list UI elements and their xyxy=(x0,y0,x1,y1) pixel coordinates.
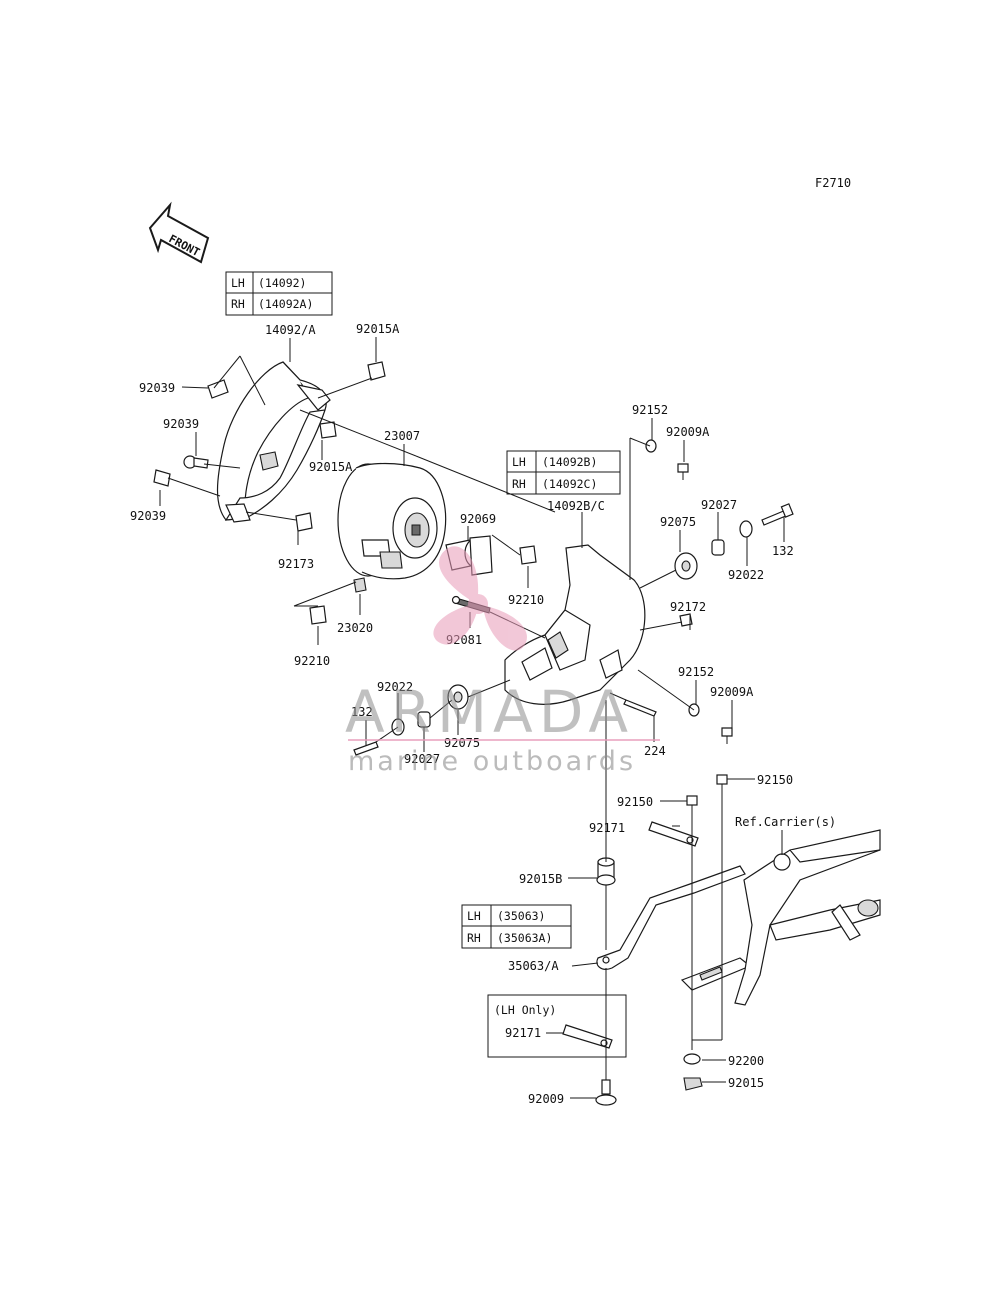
part-label: 92027 xyxy=(701,498,737,512)
part-label: 92015B xyxy=(519,872,562,886)
lh-only-title: (LH Only) xyxy=(494,1003,556,1017)
table-cell-part: (35063A) xyxy=(497,931,552,945)
part-label: 224 xyxy=(644,744,666,758)
part-label: 92171 xyxy=(589,821,625,835)
propeller-logo-icon xyxy=(433,546,527,651)
part-label: 14092/A xyxy=(265,323,316,337)
nut-92200-part xyxy=(683,1053,701,1065)
figure-code: F2710 xyxy=(815,176,851,190)
part-label: 92015 xyxy=(728,1076,764,1090)
clip-92015A-part xyxy=(319,361,386,439)
clip-23020-part xyxy=(353,577,367,593)
table-cell-side: LH xyxy=(467,909,481,923)
table-cell-part: (14092A) xyxy=(258,297,313,311)
part-label: 92210 xyxy=(294,654,330,668)
part-label: 92152 xyxy=(632,403,668,417)
grommet-92075-part xyxy=(447,552,698,710)
part-label: 92027 xyxy=(404,752,440,766)
part-label: 92015A xyxy=(356,322,400,336)
part-label: 92150 xyxy=(617,795,653,809)
lh-only-box: (LH Only) 92171 xyxy=(487,994,627,1058)
front-arrow-icon: FRONT xyxy=(148,201,210,264)
part-label: 92200 xyxy=(728,1054,764,1068)
carrier-frame-part xyxy=(734,829,881,1006)
table-cell-side: LH xyxy=(512,455,526,469)
part-label: 92015A xyxy=(309,460,353,474)
screw-92172-part xyxy=(679,613,693,627)
nut-92015-part xyxy=(683,1077,703,1091)
screw-92009-part xyxy=(595,1079,617,1106)
part-label: 92009A xyxy=(666,425,710,439)
part-label: 92039 xyxy=(130,509,166,523)
part-label-92171-lh: 92171 xyxy=(505,1026,541,1040)
table-cell-part: (35063) xyxy=(497,909,545,923)
part-label: 92150 xyxy=(757,773,793,787)
screw-92009A-part xyxy=(677,463,733,744)
part-label: 14092B/C xyxy=(547,499,605,513)
part-label: 92039 xyxy=(139,381,175,395)
part-label: 132 xyxy=(351,705,373,719)
table-shroud-lh-rh: LH (14092) RH (14092A) xyxy=(225,271,333,316)
part-label: 92022 xyxy=(728,568,764,582)
table-cell-side: RH xyxy=(512,477,526,491)
table-cell-part: (14092C) xyxy=(542,477,597,491)
part-label: 35063/A xyxy=(508,959,559,973)
table-bracket-lh-rh: LH (35063) RH (35063A) xyxy=(461,904,572,949)
part-label: 23007 xyxy=(384,429,420,443)
washer-92022-part xyxy=(391,520,753,736)
table-cover-lh-rh: LH (14092B) RH (14092C) xyxy=(506,450,621,495)
part-label: 92009A xyxy=(710,685,754,699)
part-label: 92009 xyxy=(528,1092,564,1106)
clip-92173-part xyxy=(295,512,313,532)
bolt-92150-part xyxy=(686,774,728,815)
watermark-tagline: marine outboards xyxy=(348,746,636,777)
table-cell-part: (14092B) xyxy=(542,455,597,469)
part-label: 92039 xyxy=(163,417,199,431)
part-label: 92210 xyxy=(508,593,544,607)
watermark-brand: ARMADA xyxy=(345,678,634,746)
table-cell-side: RH xyxy=(231,297,245,311)
clip-92210-part xyxy=(309,545,537,625)
part-label: 92172 xyxy=(670,600,706,614)
headlight-unit-part xyxy=(337,462,447,580)
part-label: 92022 xyxy=(377,680,413,694)
table-cell-side: LH xyxy=(231,276,245,290)
headlight-shroud-part xyxy=(216,361,331,523)
part-label: 23020 xyxy=(337,621,373,635)
ref-carrier-label: Ref.Carrier(s) xyxy=(735,815,836,829)
part-label: 92152 xyxy=(678,665,714,679)
bolt-132-part xyxy=(353,503,794,756)
collar-92015B-part xyxy=(596,857,616,886)
armada-watermark: ARMADA marine outboards xyxy=(345,546,660,777)
part-label: 132 xyxy=(772,544,794,558)
headlight-cover-part xyxy=(504,544,646,705)
table-cell-side: RH xyxy=(467,931,481,945)
bracket-35063-part xyxy=(596,865,752,991)
part-label: 92173 xyxy=(278,557,314,571)
leader-lines xyxy=(159,337,785,1099)
part-label: 92069 xyxy=(460,512,496,526)
table-cell-part: (14092) xyxy=(258,276,306,290)
rivet-92039-part xyxy=(153,379,229,487)
part-label: 92075 xyxy=(660,515,696,529)
